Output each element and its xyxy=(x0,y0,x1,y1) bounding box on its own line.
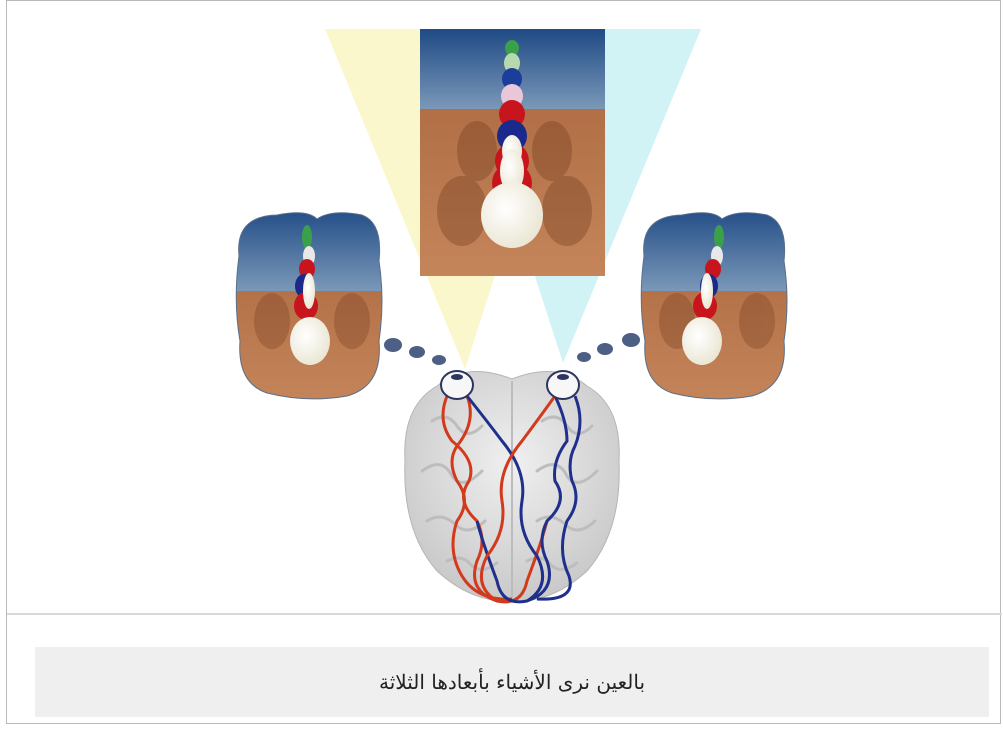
figure-frame: بالعين نرى الأشياء بأبعادها الثلاثة xyxy=(6,0,1001,724)
caption-box: بالعين نرى الأشياء بأبعادها الثلاثة xyxy=(35,647,989,717)
figure-caption: بالعين نرى الأشياء بأبعادها الثلاثة xyxy=(379,670,645,694)
right-eye-icon xyxy=(547,371,579,399)
left-eye-icon xyxy=(441,371,473,399)
thought-bubble-icon xyxy=(577,333,640,362)
central-view-picture xyxy=(420,29,605,276)
vision-illustration xyxy=(7,1,1002,615)
thought-bubble-icon xyxy=(384,338,446,365)
stereo-vision-diagram xyxy=(7,1,1002,613)
brain-icon xyxy=(405,371,619,601)
